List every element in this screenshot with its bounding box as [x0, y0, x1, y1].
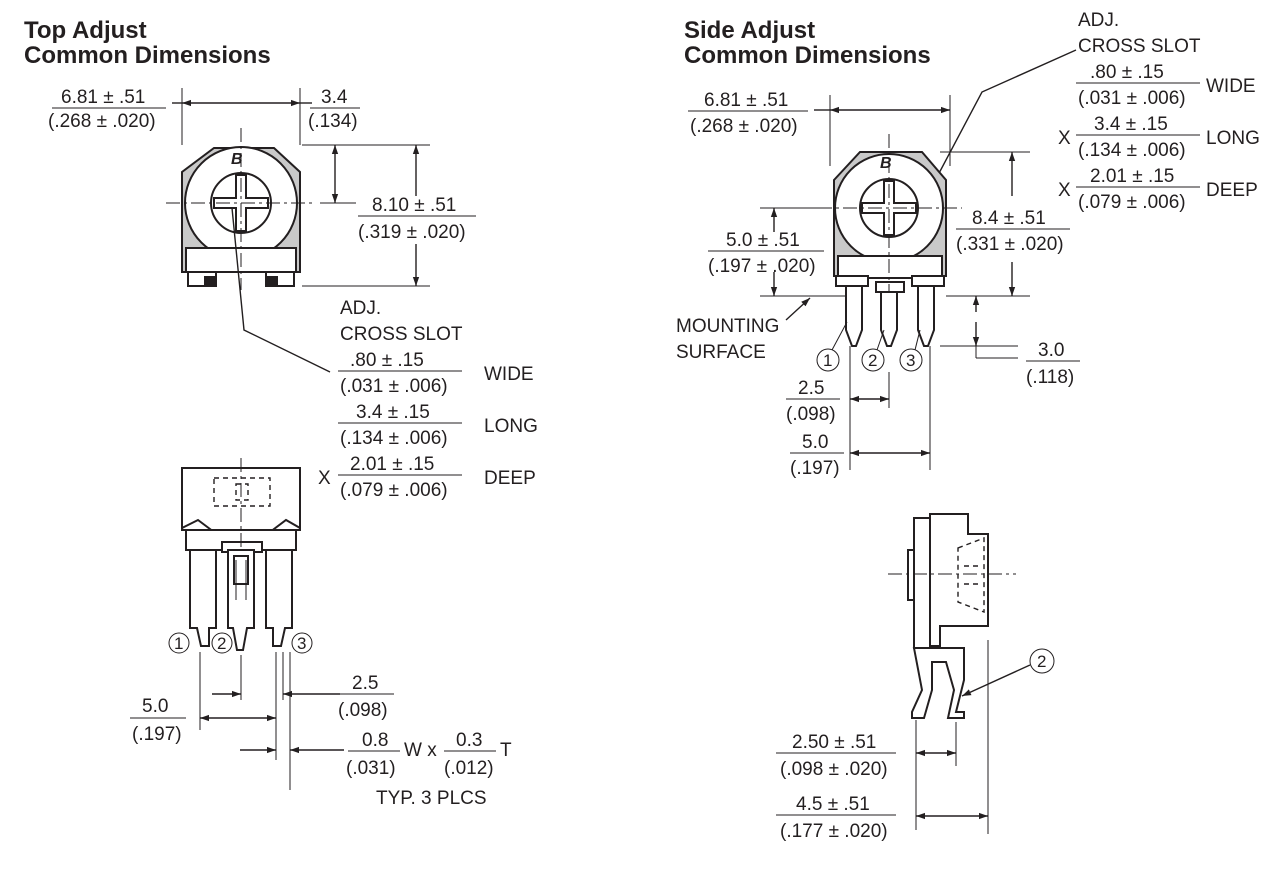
side-pin1	[845, 285, 863, 347]
side-adjust-title-line1: Side Adjust	[684, 17, 815, 44]
side-span-mm: 5.0	[802, 432, 828, 453]
side-span-in: (.197)	[790, 458, 840, 479]
side-pin-number-3: 3	[906, 351, 915, 370]
side-profile-lead	[911, 647, 965, 719]
top-pin-width-mm: 0.8	[362, 730, 388, 751]
side-lead-mm: 3.0	[1038, 340, 1064, 361]
top-pitch-in: (.098)	[338, 700, 388, 721]
side-view-cross-slot	[861, 180, 917, 236]
side-slot-wide-in: (.031 ± .006)	[1078, 88, 1186, 109]
side-slot-long-in: (.134 ± .006)	[1078, 140, 1186, 161]
top-slot-long-mm: 3.4 ± .15	[356, 402, 430, 423]
side-mount-label1: MOUNTING	[676, 316, 779, 337]
top-pin-thick-in: (.012)	[444, 758, 494, 779]
side-pin-number-2: 2	[868, 351, 877, 370]
top-adjust-title-line2: Common Dimensions	[24, 42, 271, 69]
top-slot-long-in: (.134 ± .006)	[340, 428, 448, 449]
side-offset-mm: 2.50 ± .51	[792, 732, 876, 753]
side-mount-label2: SURFACE	[676, 342, 766, 363]
top-slot-wide-in: (.031 ± .006)	[340, 376, 448, 397]
top-pin-number-3: 3	[297, 634, 306, 653]
side-slot-wide-mm: .80 ± .15	[1090, 62, 1164, 83]
side-slot-label1: ADJ.	[1078, 10, 1119, 31]
top-pin-thick-mm: 0.3	[456, 730, 482, 751]
side-slot-deep-word: DEEP	[1206, 180, 1258, 201]
top-pin-number-2: 2	[217, 634, 226, 653]
top-width-in: (.268 ± .020)	[48, 111, 156, 132]
side-offset-in: (.098 ± .020)	[780, 759, 888, 780]
side-pin2	[880, 291, 898, 347]
side-center-mm: 5.0 ± .51	[726, 230, 800, 251]
top-pin-width-unit: W x	[404, 740, 437, 761]
top-slot-wide-word: WIDE	[484, 364, 534, 385]
side-height-in: (.331 ± .020)	[956, 234, 1064, 255]
side-x-mark1: X	[1058, 128, 1071, 149]
side-profile-body	[929, 513, 989, 647]
side-x-mark2: X	[1058, 180, 1071, 201]
top-pin-number-1: 1	[174, 634, 183, 653]
side-pitch-mm: 2.5	[798, 378, 824, 399]
side-slot-long-word: LONG	[1206, 128, 1260, 149]
top-slot-wide-mm: .80 ± .15	[350, 350, 424, 371]
side-height-mm: 8.4 ± .51	[972, 208, 1046, 229]
side-width-mm: 6.81 ± .51	[704, 90, 788, 111]
side-slot-deep-mm: 2.01 ± .15	[1090, 166, 1174, 187]
side-width-in: (.268 ± .020)	[690, 116, 798, 137]
top-offset-in: (.134)	[308, 111, 358, 132]
top-view-cross-slot	[213, 174, 269, 232]
side-slot-deep-in: (.079 ± .006)	[1078, 192, 1186, 213]
side-center-in: (.197 ± .020)	[708, 256, 816, 277]
top-view-logo: B	[231, 151, 243, 168]
side-adjust-title-line2: Common Dimensions	[684, 42, 931, 69]
top-height-mm: 8.10 ± .51	[372, 195, 456, 216]
top-pin-thick-unit: T	[500, 740, 512, 761]
side-depth-in: (.177 ± .020)	[780, 821, 888, 842]
top-height-in: (.319 ± .020)	[358, 222, 466, 243]
top-width-mm: 6.81 ± .51	[61, 87, 145, 108]
side-view-logo: B	[880, 155, 892, 172]
top-slot-label1: ADJ.	[340, 298, 381, 319]
top-pin-width-in: (.031)	[346, 758, 396, 779]
side-profile-pin-number: 2	[1037, 652, 1046, 671]
side-pin-number-1: 1	[823, 351, 832, 370]
top-offset-mm: 3.4	[321, 87, 348, 108]
side-slot-long-mm: 3.4 ± .15	[1094, 114, 1168, 135]
side-lead-in: (.118)	[1026, 367, 1074, 388]
top-adjust-title-line1: Top Adjust	[24, 17, 147, 44]
top-slot-label2: CROSS SLOT	[340, 324, 463, 345]
side-pitch-in: (.098)	[786, 404, 836, 425]
top-front-pin1	[189, 549, 217, 647]
top-adjust-section: Top Adjust Common Dimensions 6.81 ± .51 …	[24, 17, 538, 809]
side-slot-wide-word: WIDE	[1206, 76, 1256, 97]
side-adjust-section: Side Adjust Common Dimensions ADJ. CROSS…	[676, 10, 1260, 842]
top-pitch-mm: 2.5	[352, 673, 378, 694]
top-span-in: (.197)	[132, 724, 182, 745]
top-span-mm: 5.0	[142, 696, 168, 717]
top-slot-deep-mm: 2.01 ± .15	[350, 454, 434, 475]
top-pin-note: TYP. 3 PLCS	[376, 788, 487, 809]
top-x-mark: X	[318, 468, 331, 489]
side-pin3	[917, 285, 935, 347]
side-profile-front-plate	[913, 517, 931, 649]
top-slot-deep-in: (.079 ± .006)	[340, 480, 448, 501]
top-slot-deep-word: DEEP	[484, 468, 536, 489]
side-depth-mm: 4.5 ± .51	[796, 794, 870, 815]
top-slot-long-word: LONG	[484, 416, 538, 437]
side-slot-label2: CROSS SLOT	[1078, 36, 1201, 57]
top-front-pin3	[265, 549, 293, 647]
